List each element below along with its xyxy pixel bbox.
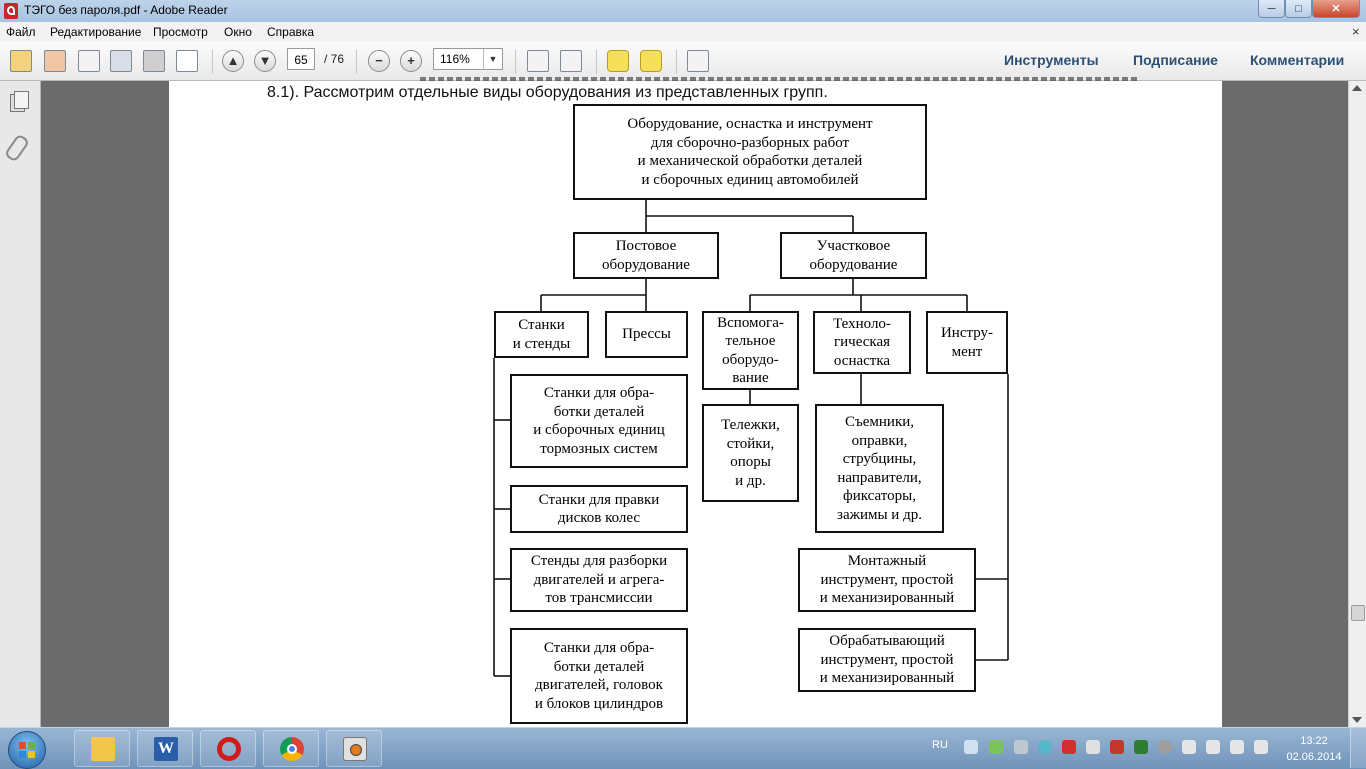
adobe-reader-icon	[4, 3, 18, 19]
diagram-post-equipment-box: Постовое оборудование	[573, 232, 719, 279]
diagram-auxiliary-box: Вспомога- тельное оборудо- вание	[702, 311, 799, 390]
clock[interactable]: 13:22 02.06.2014	[1284, 733, 1344, 765]
tray-network-icon[interactable]	[1038, 740, 1052, 754]
tray-app-icon[interactable]	[989, 740, 1003, 754]
scroll-down-icon[interactable]	[1352, 717, 1362, 723]
windows-logo-icon	[8, 731, 46, 769]
battery-icon[interactable]	[1254, 740, 1268, 754]
edit-icon[interactable]	[78, 50, 100, 72]
window-title: ТЭГО без пароля.pdf - Adobe Reader	[24, 3, 228, 17]
save-icon[interactable]	[110, 50, 132, 72]
diagram-wheel-machines-box: Станки для правки дисков колес	[510, 485, 688, 533]
tools-link[interactable]: Инструменты	[1004, 52, 1099, 68]
tray-ati-icon[interactable]	[1062, 740, 1076, 754]
close-button[interactable]: ✕	[1312, 0, 1360, 18]
scroll-thumb[interactable]	[1351, 605, 1365, 621]
tray-arrow-icon[interactable]	[964, 740, 978, 754]
menu-bar: Файл Редактирование Просмотр Окно Справк…	[0, 22, 1366, 43]
clock-time: 13:22	[1300, 735, 1328, 747]
zoom-in-icon[interactable]: +	[400, 50, 422, 72]
diagram-stands-box: Стенды для разборки двигателей и агрега-…	[510, 548, 688, 612]
tray-security-icon[interactable]	[1110, 740, 1124, 754]
diagram-tech-tooling-box: Техноло- гическая оснастка	[813, 311, 911, 374]
diagram-engine-machines-box: Станки для обра- ботки деталей двигателе…	[510, 628, 688, 724]
language-indicator[interactable]: RU	[932, 739, 948, 751]
toolbar: ▲ ▼ − +	[0, 42, 1366, 114]
taskbar-opera[interactable]	[200, 730, 256, 767]
fit-width-icon[interactable]	[560, 50, 582, 72]
menu-file[interactable]: Файл	[6, 25, 36, 39]
taskbar-camera-app[interactable]	[326, 730, 382, 767]
diagram-mounting-tools-box: Монтажный инструмент, простой и механизи…	[798, 548, 976, 612]
maximize-button[interactable]: □	[1285, 0, 1312, 18]
chrome-icon	[280, 737, 304, 761]
page-number-input[interactable]: 65	[287, 48, 315, 70]
diagram-carts-box: Тележки, стойки, опоры и др.	[702, 404, 799, 502]
next-page-icon[interactable]: ▼	[254, 50, 276, 72]
menu-view[interactable]: Просмотр	[153, 25, 208, 39]
comments-link[interactable]: Комментарии	[1250, 52, 1345, 68]
document-text-line: 8.1). Рассмотрим отдельные виды оборудов…	[267, 84, 828, 101]
diagram-presses-box: Прессы	[605, 311, 688, 358]
start-button[interactable]	[2, 729, 56, 769]
comment-icon[interactable]	[607, 50, 629, 72]
tray-gear-icon[interactable]	[1158, 740, 1172, 754]
menu-window[interactable]: Окно	[224, 25, 252, 39]
action-center-flag-icon[interactable]	[1182, 740, 1196, 754]
open-icon[interactable]	[10, 50, 32, 72]
sign-link[interactable]: Подписание	[1133, 52, 1218, 68]
diagram-tools-box: Инстру- мент	[926, 311, 1008, 374]
page-total: / 76	[324, 52, 345, 66]
menu-edit[interactable]: Редактирование	[50, 25, 142, 39]
diagram-brake-machines-box: Станки для обра- ботки деталей и сборочн…	[510, 374, 688, 468]
taskbar-chrome[interactable]	[263, 730, 319, 767]
volume-icon[interactable]	[1206, 740, 1220, 754]
folder-icon	[91, 737, 115, 761]
signal-icon[interactable]	[1230, 740, 1244, 754]
cut-off-text-line	[420, 73, 1160, 81]
opera-icon	[217, 737, 241, 761]
minimize-button[interactable]: ─	[1258, 0, 1285, 18]
email-icon[interactable]	[176, 50, 198, 72]
taskbar: W	[0, 727, 1366, 769]
previous-page-icon[interactable]: ▲	[222, 50, 244, 72]
tray-monitor-icon[interactable]	[1014, 740, 1028, 754]
toolbar-separator	[212, 50, 213, 74]
page-thumbnails-icon[interactable]	[10, 91, 29, 112]
show-desktop-button[interactable]	[1350, 728, 1366, 768]
toolbar-separator	[596, 50, 597, 74]
toolbar-separator	[676, 50, 677, 74]
diagram-machines-box: Станки и стенды	[494, 311, 589, 358]
diagram-machining-tools-box: Обрабатывающий инструмент, простой и мех…	[798, 628, 976, 692]
attachments-icon[interactable]	[3, 133, 31, 163]
zoom-select[interactable]: 116% ▼	[433, 48, 503, 70]
tray-tool-icon[interactable]	[1086, 740, 1100, 754]
diagram-section-equipment-box: Участковое оборудование	[780, 232, 927, 279]
title-bar: ТЭГО без пароля.pdf - Adobe Reader ─ □ ✕	[0, 0, 1366, 23]
zoom-value: 116%	[440, 52, 470, 66]
fit-page-icon[interactable]	[527, 50, 549, 72]
print-icon[interactable]	[143, 50, 165, 72]
highlight-icon[interactable]	[640, 50, 662, 72]
word-icon: W	[154, 737, 178, 761]
taskbar-explorer[interactable]	[74, 730, 130, 767]
toolbar-separator	[356, 50, 357, 74]
tray-update-icon[interactable]	[1134, 740, 1148, 754]
clock-date: 02.06.2014	[1286, 751, 1342, 763]
camera-icon	[343, 737, 367, 761]
taskbar-word[interactable]: W	[137, 730, 193, 767]
chevron-down-icon[interactable]: ▼	[483, 49, 502, 69]
full-screen-icon[interactable]	[687, 50, 709, 72]
toolbar-separator	[515, 50, 516, 74]
close-document-icon[interactable]: ×	[1352, 24, 1360, 39]
scroll-up-icon[interactable]	[1352, 85, 1362, 91]
diagram-root-box: Оборудование, оснастка и инструмент для …	[573, 104, 927, 200]
diagram-pullers-box: Съемники, оправки, струбцины, направител…	[815, 404, 944, 533]
vertical-scrollbar[interactable]	[1348, 81, 1366, 727]
navigation-pane	[0, 81, 41, 727]
zoom-out-icon[interactable]: −	[368, 50, 390, 72]
menu-help[interactable]: Справка	[267, 25, 315, 39]
create-pdf-icon[interactable]	[44, 50, 66, 72]
